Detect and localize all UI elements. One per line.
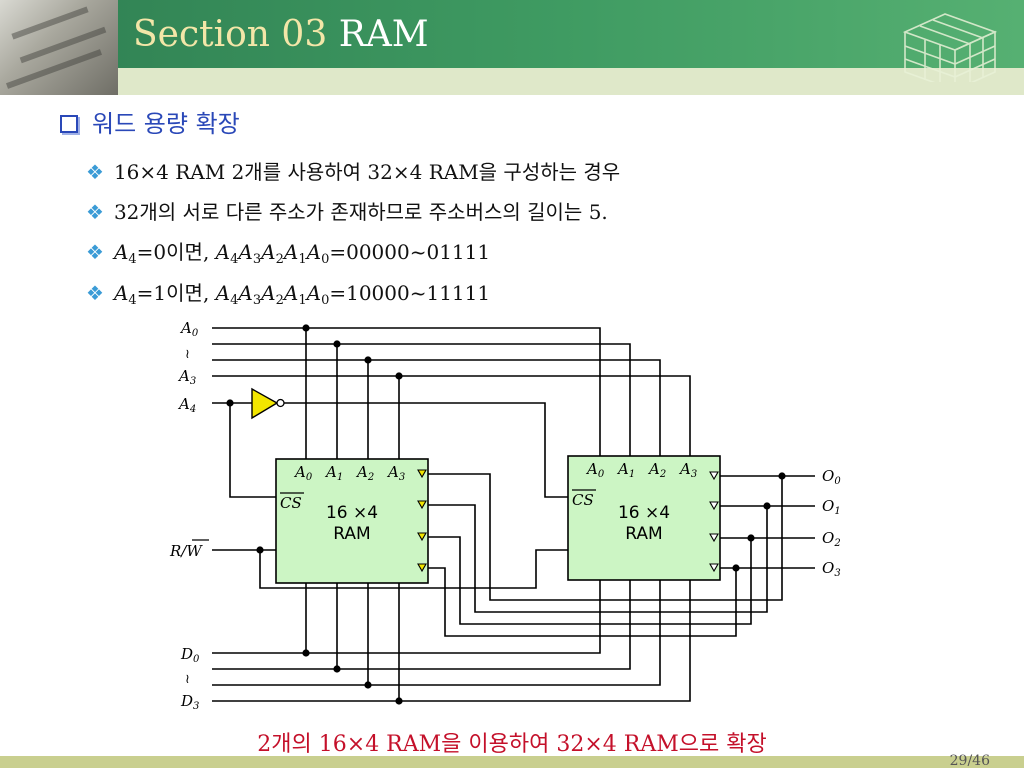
inverter-gate-icon bbox=[251, 387, 285, 420]
diamond-bullet-icon: ❖ bbox=[86, 240, 104, 264]
ram-chip-2 bbox=[567, 455, 721, 581]
data-tilde: ≀ bbox=[185, 672, 190, 687]
section-heading-text: 워드 용량 확장 bbox=[92, 110, 240, 138]
bullet-4-range: =10000~11111 bbox=[329, 281, 491, 305]
header-photo bbox=[0, 0, 118, 95]
bullet-1: ❖ 16×4 RAM 2개를 사용하여 32×4 RAM을 구성하는 경우 bbox=[86, 156, 620, 185]
address-tilde: ≀ bbox=[185, 347, 190, 362]
diamond-bullet-icon: ❖ bbox=[86, 281, 104, 305]
bullet-3-condition: =0이면, bbox=[136, 240, 210, 264]
svg-text:D0: D0 bbox=[180, 645, 200, 665]
slide-title: Section 03 RAM bbox=[133, 14, 429, 55]
bullet-3-range: =00000~01111 bbox=[329, 240, 491, 264]
svg-text:O1: O1 bbox=[822, 497, 841, 517]
slide-title-topic: RAM bbox=[338, 14, 429, 55]
chip-1-size-label: 16 ×4 bbox=[326, 503, 378, 523]
svg-text:A0: A0 bbox=[179, 319, 199, 339]
checkbox-bullet-icon bbox=[60, 115, 78, 133]
svg-text:A3: A3 bbox=[177, 367, 196, 387]
diamond-bullet-icon: ❖ bbox=[86, 160, 104, 184]
svg-text:O0: O0 bbox=[822, 467, 841, 487]
title-banner bbox=[0, 0, 1024, 68]
bullet-2-text: 32개의 서로 다른 주소가 존재하므로 주소버스의 길이는 5. bbox=[113, 200, 608, 224]
cube-logo-icon bbox=[902, 13, 998, 82]
svg-text:O3: O3 bbox=[822, 559, 841, 579]
bullet-4-condition: =1이면, bbox=[136, 281, 210, 305]
title-sub-band bbox=[0, 68, 1024, 95]
chip-1-type-label: RAM bbox=[333, 524, 370, 544]
bullet-4: ❖A4=1이면, A4A3A2A1A0=10000~11111 bbox=[86, 281, 491, 308]
svg-text:D3: D3 bbox=[180, 692, 199, 712]
section-heading: 워드 용량 확장 bbox=[60, 104, 240, 139]
bullet-3: ❖A4=0이면, A4A3A2A1A0=00000~01111 bbox=[86, 240, 491, 267]
bullet-2: ❖ 32개의 서로 다른 주소가 존재하므로 주소버스의 길이는 5. bbox=[86, 196, 608, 225]
chip-2-cs-label: CS bbox=[572, 491, 594, 509]
diagram-caption: 2개의 16×4 RAM을 이용하여 32×4 RAM으로 확장 bbox=[257, 732, 767, 757]
page-number: 29/46 bbox=[949, 753, 990, 769]
rw-label: R/W bbox=[169, 542, 203, 560]
svg-text:A4: A4 bbox=[177, 395, 196, 415]
chip-2-size-label: 16 ×4 bbox=[618, 503, 670, 523]
slide-title-section: Section 03 bbox=[133, 14, 328, 55]
svg-text:O2: O2 bbox=[822, 529, 841, 549]
footer-bar bbox=[0, 756, 1024, 768]
diamond-bullet-icon: ❖ bbox=[86, 200, 104, 224]
chip-1-cs-label: CS bbox=[280, 494, 302, 512]
chip-2-type-label: RAM bbox=[625, 524, 662, 544]
ram-chip-1 bbox=[275, 458, 429, 584]
bullet-1-text: 16×4 RAM 2개를 사용하여 32×4 RAM을 구성하는 경우 bbox=[113, 160, 621, 184]
